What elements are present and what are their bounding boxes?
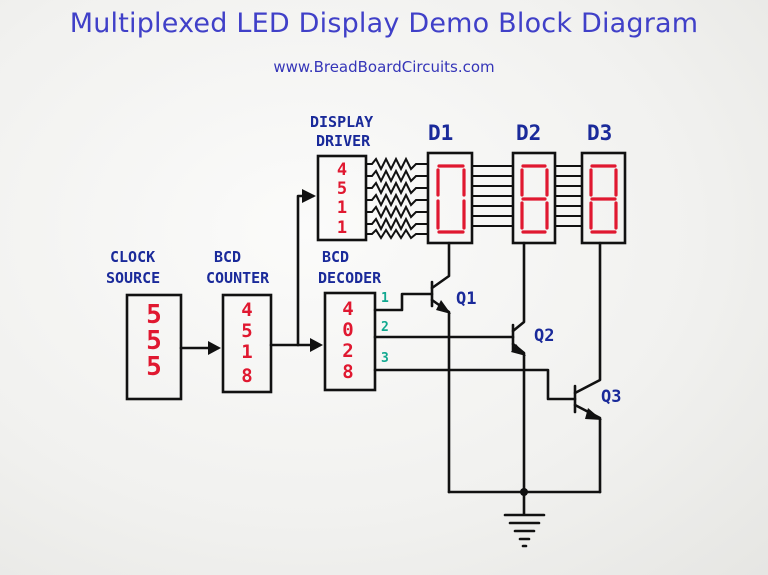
transistor-label: Q1 xyxy=(456,289,476,309)
driver-chip-digit: 1 xyxy=(337,198,347,218)
decoder-chip-box xyxy=(323,291,377,392)
seven-segment-digit xyxy=(436,164,466,234)
decoder-output-label: 2 xyxy=(381,320,389,335)
display-label: D3 xyxy=(587,121,612,145)
arrow-icon xyxy=(585,408,602,420)
decoder-chip-digit: 2 xyxy=(342,340,353,362)
transistor-label: Q3 xyxy=(601,387,621,407)
seven-segment-digit xyxy=(520,164,549,234)
decoder-out1-wire xyxy=(373,292,434,312)
counter-chip-digit: 5 xyxy=(241,320,252,342)
arrow-icon xyxy=(310,338,323,352)
display-label: D2 xyxy=(516,121,541,145)
decoder-label-line2: DECODER xyxy=(318,269,382,287)
counter-label-line2: COUNTER xyxy=(206,269,270,287)
decoder-chip-digit: 4 xyxy=(342,298,353,320)
clock-source-block: CLOCK SOURCE 5 5 5 xyxy=(106,248,183,401)
decoder-output-label: 3 xyxy=(381,351,389,366)
arrow-icon xyxy=(511,344,526,356)
decoder-output-label: 1 xyxy=(381,291,389,306)
counter-chip-digit: 4 xyxy=(241,299,252,321)
decoder-out3-wire xyxy=(373,368,577,401)
decoder-chip-digit: 8 xyxy=(342,361,353,383)
arrow-icon xyxy=(302,189,316,203)
display-d3: D3 xyxy=(580,121,627,245)
display-d1: D1 xyxy=(426,121,474,245)
driver-chip-digit: 5 xyxy=(337,179,347,199)
driver-chip-digit: 1 xyxy=(337,218,347,238)
ground-icon xyxy=(503,513,546,548)
signal-wires: Q1 Q2 Q3 xyxy=(179,189,621,516)
clock-chip-digit: 5 xyxy=(146,300,162,330)
seven-segment-digit xyxy=(589,164,618,234)
clock-chip-digit: 5 xyxy=(146,352,162,382)
counter-label-line1: BCD xyxy=(214,248,241,266)
transistor-q3: Q3 xyxy=(573,241,621,494)
clock-label-line2: SOURCE xyxy=(106,269,160,287)
counter-chip-digit: 8 xyxy=(241,365,252,387)
bcd-counter-block: BCD COUNTER 4 5 1 8 xyxy=(206,248,273,394)
arrow-icon xyxy=(436,300,451,314)
display-d2: D2 xyxy=(511,121,557,245)
driver-chip-digit: 4 xyxy=(337,160,347,180)
display-label: D1 xyxy=(428,121,453,145)
driver-label-line1: DISPLAY xyxy=(310,113,373,131)
decoder-chip-digit: 0 xyxy=(342,319,353,341)
website-url: www.BreadBoardCircuits.com xyxy=(273,58,495,76)
segment-bus xyxy=(472,165,582,227)
display-driver-block: DISPLAY DRIVER 4 5 1 1 xyxy=(310,113,373,242)
clock-label-line1: CLOCK xyxy=(110,248,155,266)
driver-label-line2: DRIVER xyxy=(316,132,371,150)
counter-chip-box xyxy=(221,293,273,394)
arrow-icon xyxy=(208,341,221,355)
transistor-q2: Q2 xyxy=(511,241,554,494)
display-body xyxy=(511,151,557,245)
display-body xyxy=(580,151,627,245)
decoder-label-line1: BCD xyxy=(322,248,349,266)
driver-chip-box xyxy=(316,154,368,242)
transistor-label: Q2 xyxy=(534,326,554,346)
counter-to-driver-wire xyxy=(296,194,315,347)
segment-resistors xyxy=(366,156,428,240)
counter-chip-digit: 1 xyxy=(241,341,252,363)
transistor-q1: Q1 xyxy=(430,241,476,494)
diagram-title: Multiplexed LED Display Demo Block Diagr… xyxy=(69,8,699,39)
clock-chip-digit: 5 xyxy=(146,326,162,356)
bcd-decoder-block: BCD DECODER 4 0 2 8 1 2 3 xyxy=(318,248,389,392)
